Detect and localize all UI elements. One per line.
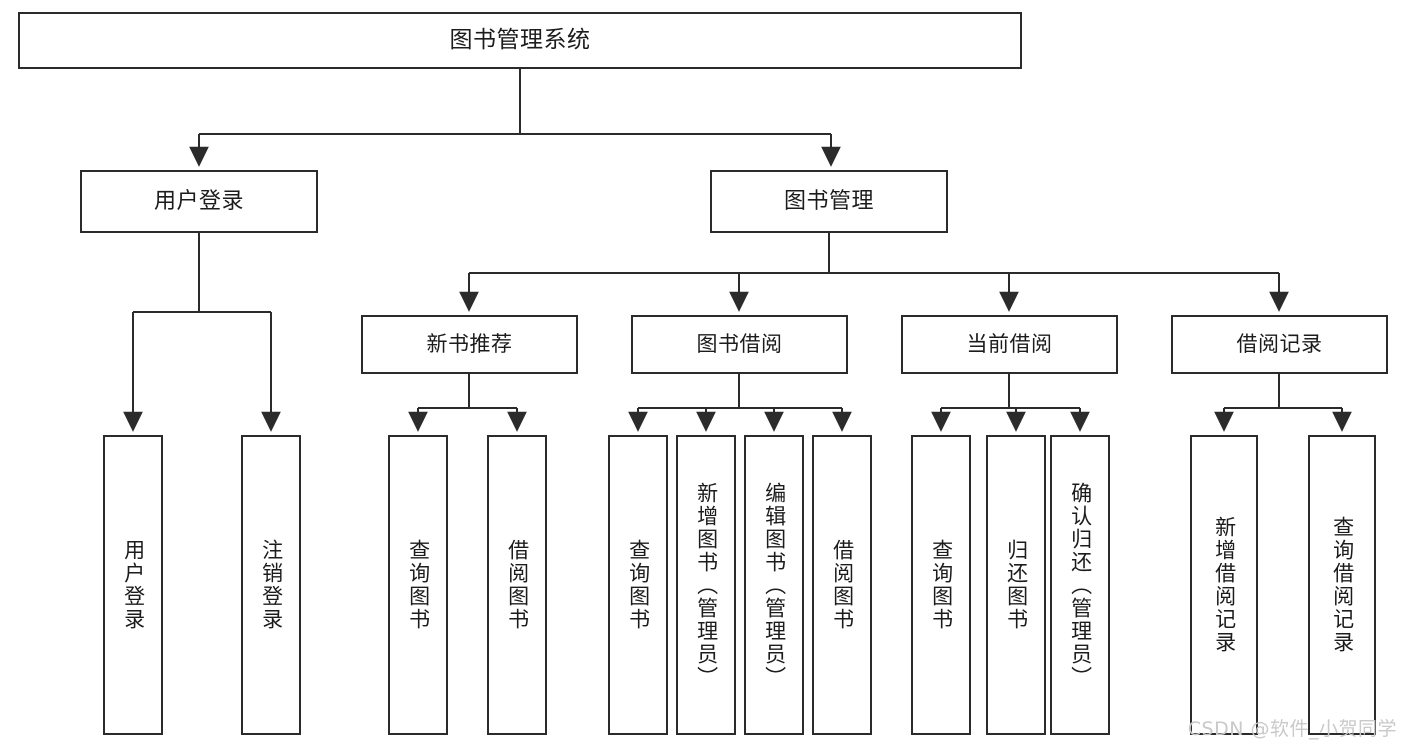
node-leaf-confirm-return-admin-label: 确认归还（管理员）	[1068, 481, 1093, 689]
node-borrow-record[interactable]: 借阅记录	[1171, 315, 1388, 374]
node-user-login-label: 用户登录	[153, 188, 244, 214]
node-user-login[interactable]: 用户登录	[80, 170, 318, 233]
node-book-borrow-label: 图书借阅	[696, 332, 783, 357]
node-leaf-confirm-return-admin[interactable]: 确认归还（管理员）	[1050, 435, 1110, 735]
node-leaf-borrow-book[interactable]: 借阅图书	[812, 435, 872, 735]
node-leaf-return-book[interactable]: 归还图书	[986, 435, 1046, 735]
node-book-manage-label: 图书管理	[783, 188, 874, 214]
node-leaf-query-book-rec[interactable]: 查询图书	[388, 435, 448, 735]
node-leaf-add-borrow-record[interactable]: 新增借阅记录	[1190, 435, 1258, 735]
node-leaf-user-logout-label: 注销登录	[259, 539, 284, 631]
node-leaf-borrow-book-rec[interactable]: 借阅图书	[487, 435, 547, 735]
csdn-watermark: CSDN @软件_小贺同学	[1187, 718, 1397, 740]
node-current-borrow[interactable]: 当前借阅	[901, 315, 1118, 374]
node-book-manage[interactable]: 图书管理	[710, 170, 948, 233]
node-leaf-query-borrow-record-label: 查询借阅记录	[1330, 516, 1355, 654]
node-leaf-add-borrow-record-label: 新增借阅记录	[1212, 516, 1237, 654]
node-new-book-rec[interactable]: 新书推荐	[361, 315, 578, 374]
node-leaf-query-book-current-label: 查询图书	[929, 539, 954, 631]
node-leaf-query-book-rec-label: 查询图书	[406, 539, 431, 631]
node-leaf-borrow-book-rec-label: 借阅图书	[505, 539, 530, 631]
node-leaf-add-book-admin[interactable]: 新增图书（管理员）	[676, 435, 736, 735]
node-leaf-add-book-admin-label: 新增图书（管理员）	[694, 481, 719, 689]
node-leaf-query-book-current[interactable]: 查询图书	[911, 435, 971, 735]
node-leaf-query-book-borrow-label: 查询图书	[626, 539, 651, 631]
node-leaf-user-login[interactable]: 用户登录	[103, 435, 163, 735]
node-leaf-edit-book-admin[interactable]: 编辑图书（管理员）	[744, 435, 804, 735]
node-leaf-borrow-book-label: 借阅图书	[830, 539, 855, 631]
node-leaf-user-logout[interactable]: 注销登录	[241, 435, 301, 735]
node-leaf-return-book-label: 归还图书	[1004, 539, 1029, 631]
node-book-borrow[interactable]: 图书借阅	[631, 315, 848, 374]
node-new-book-rec-label: 新书推荐	[426, 332, 513, 357]
node-current-borrow-label: 当前借阅	[966, 332, 1053, 357]
node-leaf-query-borrow-record[interactable]: 查询借阅记录	[1308, 435, 1376, 735]
node-leaf-user-login-label: 用户登录	[121, 539, 146, 631]
node-borrow-record-label: 借阅记录	[1236, 332, 1323, 357]
node-root-label: 图书管理系统	[449, 26, 591, 53]
node-leaf-query-book-borrow[interactable]: 查询图书	[608, 435, 668, 735]
node-root[interactable]: 图书管理系统	[18, 12, 1022, 69]
node-leaf-edit-book-admin-label: 编辑图书（管理员）	[762, 481, 787, 689]
